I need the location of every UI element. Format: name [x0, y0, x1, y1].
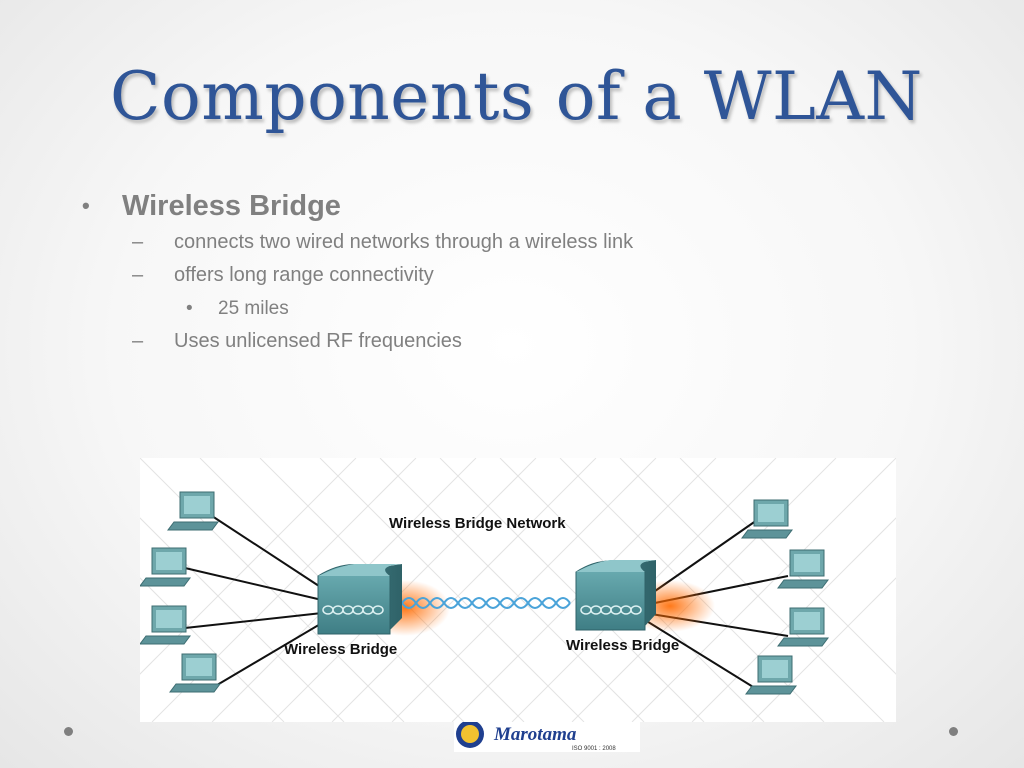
bullet-wireless-bridge: • Wireless Bridge — [82, 186, 942, 226]
computer-icon-right-4 — [745, 655, 797, 695]
wireless-bridge-icon-left — [317, 564, 402, 635]
left-bridge-label: Wireless Bridge — [284, 641, 397, 658]
bullet-list: • Wireless Bridge – connects two wired n… — [82, 186, 942, 358]
bullet-marker: • — [82, 193, 90, 218]
dash-marker: – — [132, 231, 144, 253]
computer-icon-right-3 — [777, 607, 829, 647]
computer-icon-left-2 — [140, 547, 191, 587]
sub-bullet-connects: – connects two wired networks through a … — [82, 226, 942, 259]
computer-icon-left-3 — [140, 605, 191, 645]
slide-corner-dot-right — [949, 727, 958, 736]
computer-icon-left-4 — [169, 653, 221, 693]
wireless-bridge-icon-right — [575, 560, 656, 631]
bullet-text: Wireless Bridge — [122, 189, 341, 222]
logo-brand-text: Marotama — [493, 724, 577, 745]
computer-icon-right-2 — [777, 549, 829, 589]
sub-bullet-text: connects two wired networks through a wi… — [174, 231, 634, 253]
logo-cert-text: ISO 9001 : 2008 — [572, 746, 616, 752]
dash-marker: – — [132, 264, 144, 286]
sub-bullet-unlicensed: – Uses unlicensed RF frequencies — [82, 325, 942, 358]
computer-icon-left-1 — [167, 491, 219, 531]
right-bridge-label: Wireless Bridge — [566, 637, 679, 654]
sub-bullet-text: Uses unlicensed RF frequencies — [174, 330, 462, 352]
sub-sub-bullet-miles: • 25 miles — [82, 292, 942, 325]
bullet-marker: • — [186, 297, 193, 319]
slide-corner-dot-left — [64, 727, 73, 736]
wireless-bridge-network-diagram: Wireless Bridge Network Wireless Bridge … — [140, 458, 896, 722]
company-logo: Marotama ISO 9001 : 2008 — [454, 720, 640, 752]
wireless-signal-icon — [401, 597, 571, 609]
sub-sub-bullet-text: 25 miles — [218, 297, 289, 319]
slide-title: Components of a WLAN — [110, 58, 923, 135]
sub-bullet-range: – offers long range connectivity — [82, 259, 942, 292]
dash-marker: – — [132, 330, 144, 352]
computer-icon-right-1 — [741, 499, 793, 539]
sub-bullet-text: offers long range connectivity — [174, 264, 434, 286]
diagram-caption: Wireless Bridge Network — [389, 515, 566, 532]
